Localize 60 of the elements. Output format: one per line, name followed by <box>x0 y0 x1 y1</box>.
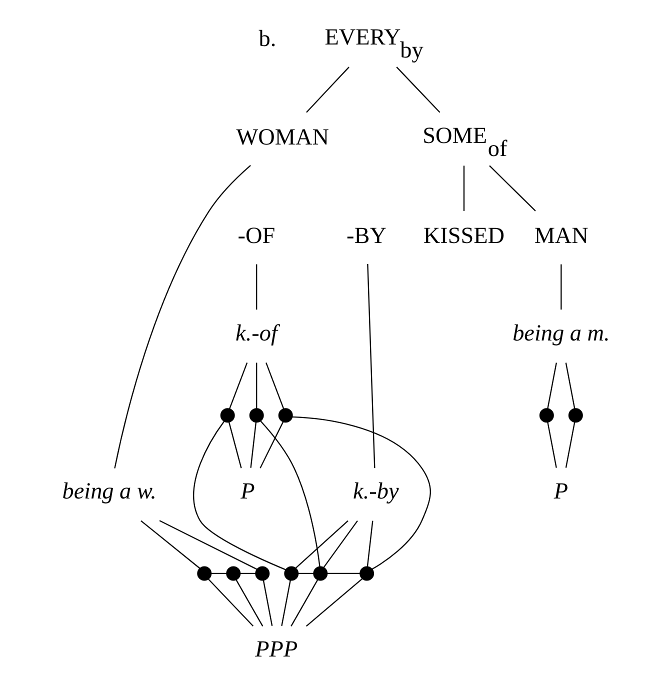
connector <box>159 520 258 570</box>
node-circle <box>539 408 554 423</box>
node-circle <box>226 566 241 581</box>
node-text: k.-of <box>236 320 278 346</box>
connector <box>228 422 242 468</box>
connector <box>266 362 284 410</box>
connector <box>565 422 576 468</box>
node-circle <box>220 408 235 423</box>
connector <box>281 580 291 626</box>
connector <box>326 572 360 574</box>
connector <box>306 66 350 113</box>
connector <box>323 520 358 568</box>
node-text: -OF <box>238 223 276 250</box>
connector <box>367 264 376 468</box>
node-circle <box>249 408 264 423</box>
node-circle <box>568 408 583 423</box>
connector <box>290 580 318 626</box>
node-text: being a m. <box>512 320 610 346</box>
node-text: MAN <box>534 223 588 250</box>
node-text: P <box>554 478 568 504</box>
connector <box>236 580 264 626</box>
connector <box>396 66 440 113</box>
connector <box>240 572 256 574</box>
node-circle <box>284 566 299 581</box>
connector <box>489 165 536 212</box>
connector <box>547 422 557 468</box>
node-text: being a w. <box>62 478 156 504</box>
node-circle <box>197 566 212 581</box>
connector <box>193 420 286 570</box>
connector <box>208 578 254 627</box>
connector <box>295 520 348 569</box>
connector <box>250 422 257 468</box>
connector <box>547 362 557 409</box>
node-circle <box>255 566 270 581</box>
connector <box>211 572 226 574</box>
node-text: k.-by <box>353 478 399 504</box>
node-text: KISSED <box>423 223 505 250</box>
node-text: -BY <box>346 223 386 250</box>
node-circle <box>278 408 293 423</box>
node-text: P <box>240 478 255 504</box>
connector <box>114 165 251 468</box>
connector <box>262 580 273 626</box>
connector <box>260 420 320 567</box>
connector <box>292 416 431 570</box>
connector <box>565 362 576 409</box>
connector <box>306 578 363 627</box>
node-text: PPP <box>255 636 298 663</box>
connector <box>140 520 200 569</box>
connector <box>463 166 465 211</box>
label: b. <box>258 26 276 52</box>
connector <box>560 264 562 310</box>
connector <box>366 520 374 567</box>
connector <box>256 264 258 310</box>
connector <box>298 572 314 574</box>
node-text: WOMAN <box>236 124 330 151</box>
node-circle <box>313 566 328 581</box>
node-circle <box>360 566 374 581</box>
connector <box>256 362 258 408</box>
connector <box>228 362 248 410</box>
connector <box>260 422 284 468</box>
